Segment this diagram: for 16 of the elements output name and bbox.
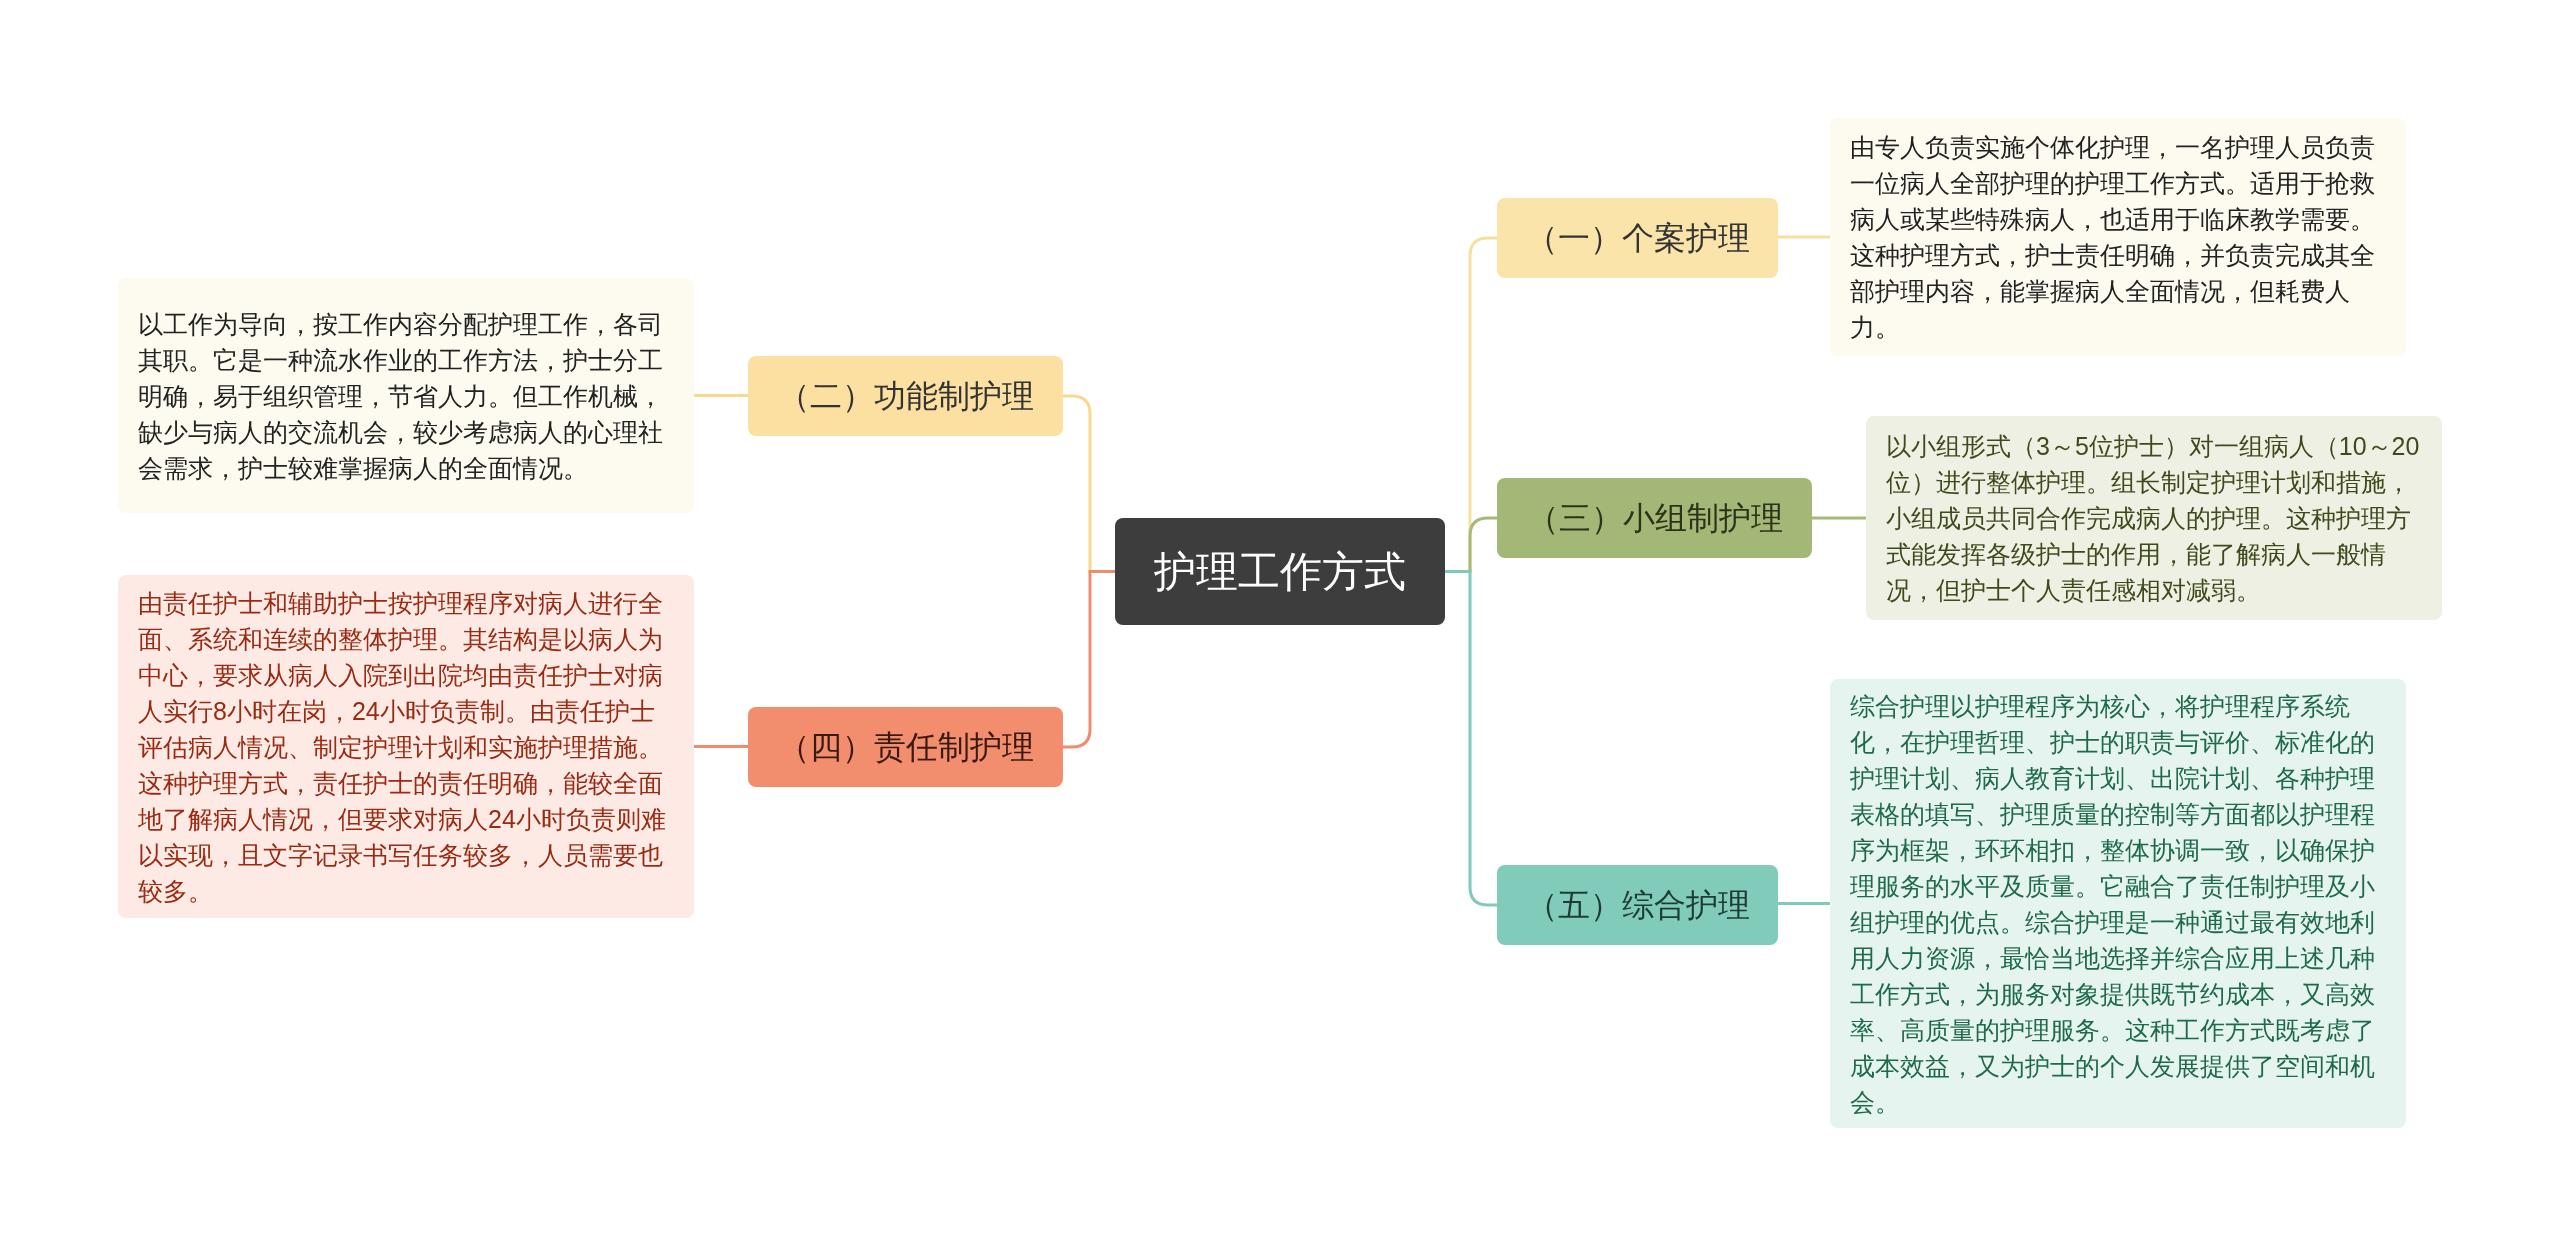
connector-line xyxy=(1778,902,1830,905)
branch-topic: （四）责任制护理 xyxy=(748,707,1063,787)
branch-topic: （三）小组制护理 xyxy=(1497,478,1812,558)
root-topic: 护理工作方式 xyxy=(1115,518,1445,625)
connector-line xyxy=(694,745,748,748)
detail-note: 以小组形式（3～5位护士）对一组病人（10～20位）进行整体护理。组长制定护理计划和措施，小组成员共同合作完成病人的护理。这种护理方式能发挥各级护士的作用，能了解病人一般情况，但护士个人责任感相对减弱。 xyxy=(1866,416,2442,620)
branch-topic: （五）综合护理 xyxy=(1497,865,1778,945)
detail-note: 综合护理以护理程序为核心，将护理程序系统化，在护理哲理、护士的职责与评价、标准化的护理计划、病人教育计划、出院计划、各种护理表格的填写、护理质量的控制等方面都以护理程序为框架，环环相扣，整体协调一致，以确保护理服务的水平及质量。它融合了责任制护理及小组护理的优点。综合护理是一种通过最有效地利用人力资源，最恰当地选择并综合应用上述几种工作方式，为服务对象提供既节约成本，又高效率、高质量的护理服务。这种工作方式既考虑了成本效益，又为护士的个人发展提供了空间和机会。 xyxy=(1830,679,2406,1128)
branch-topic: （一）个案护理 xyxy=(1497,198,1778,278)
connector-line xyxy=(1778,235,1830,239)
detail-note: 由专人负责实施个体化护理，一名护理人员负责一位病人全部护理的护理工作方式。适用于抢救病人或某些特殊病人，也适用于临床教学需要。这种护理方式，护士责任明确，并负责完成其全部护理内容，能掌握病人全面情况，但耗费人力。 xyxy=(1830,118,2406,356)
detail-note: 由责任护士和辅助护士按护理程序对病人进行全面、系统和连续的整体护理。其结构是以病人为中心，要求从病人入院到出院均由责任护士对病人实行8小时在岗，24小时负责制。由责任护士评估病人情况、制定护理计划和实施护理措施。这种护理方式，责任护士的责任明确，能较全面地了解病人情况，但要求对病人24小时负责则难以实现，且文字记录书写任务较多，人员需要也较多。 xyxy=(118,575,694,918)
connector-line xyxy=(1812,516,1866,520)
connector-line xyxy=(694,394,748,397)
branch-topic: （二）功能制护理 xyxy=(748,356,1063,436)
detail-note: 以工作为导向，按工作内容分配护理工作，各司其职。它是一种流水作业的工作方法，护士分工明确，易于组织管理，节省人力。但工作机械，缺少与病人的交流机会，较少考虑病人的心理社会需求，护士较难掌握病人的全面情况。 xyxy=(118,278,694,513)
